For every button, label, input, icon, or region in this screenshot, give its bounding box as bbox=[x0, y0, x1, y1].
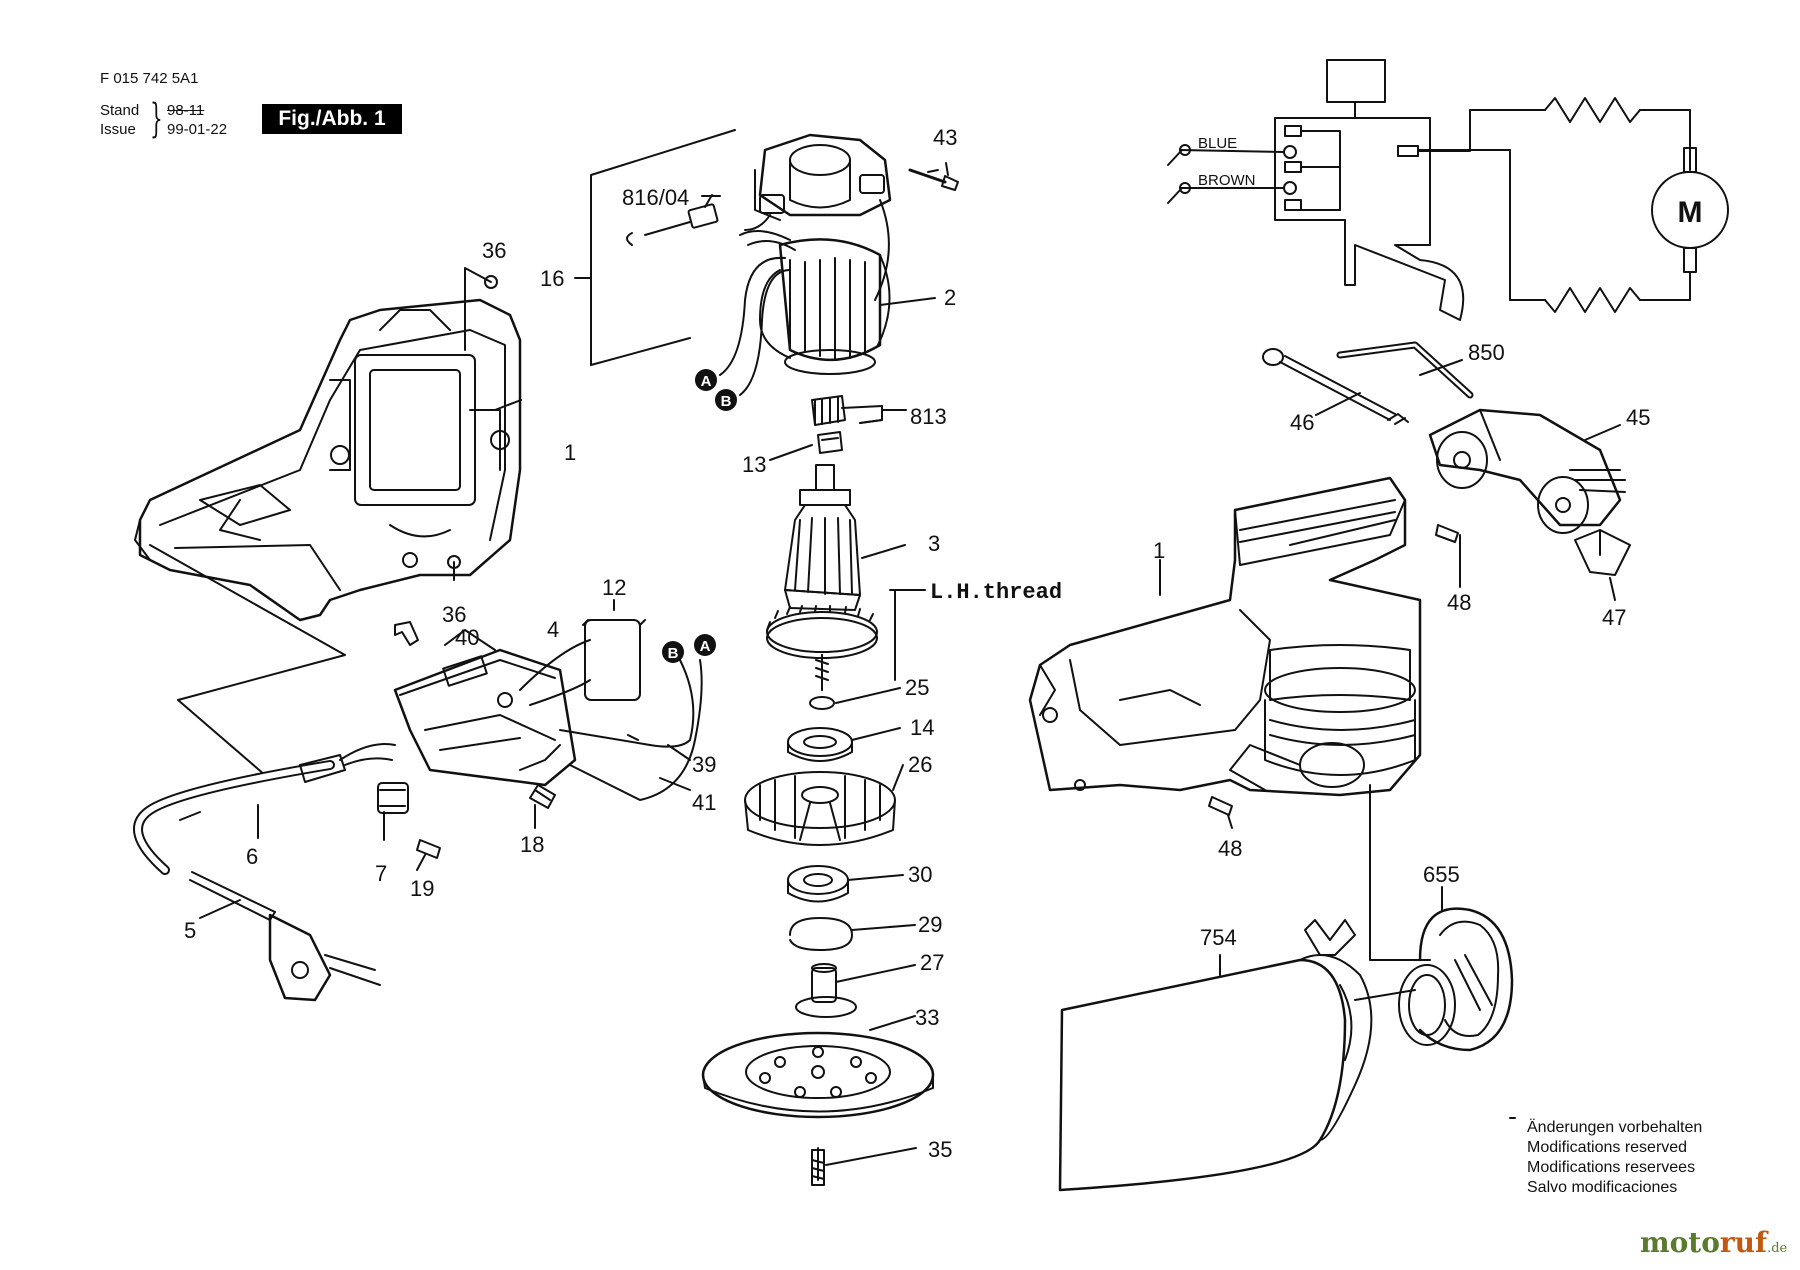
callout-43: 43 bbox=[933, 125, 957, 150]
note-line: Modifications reservees bbox=[1527, 1159, 1696, 1176]
watermark-logo: motoruf.de bbox=[1640, 1226, 1788, 1259]
terminal-b-marker: B bbox=[715, 389, 737, 411]
callout-3: 3 bbox=[928, 531, 940, 556]
callout-40: 40 bbox=[455, 625, 479, 650]
brace-icon: } bbox=[150, 96, 163, 142]
callout-30: 30 bbox=[908, 862, 932, 887]
callout-36: 36 bbox=[442, 602, 466, 627]
callout-27: 27 bbox=[920, 950, 944, 975]
callout-6: 6 bbox=[246, 844, 258, 869]
callout-12: 12 bbox=[602, 575, 626, 600]
callout-1: 1 bbox=[564, 440, 576, 465]
lh-thread-label: L.H.thread bbox=[930, 580, 1062, 605]
callout-655: 655 bbox=[1423, 862, 1460, 887]
gear-housing-part bbox=[744, 133, 892, 301]
callout-850: 850 bbox=[1468, 340, 1505, 365]
screw-part bbox=[1208, 796, 1233, 816]
callout-33: 33 bbox=[915, 1005, 939, 1030]
figure-label: Fig./Abb. 1 bbox=[262, 104, 402, 134]
sander-body-part bbox=[1028, 476, 1422, 797]
callout-19: 19 bbox=[410, 876, 434, 901]
cable-clamp-part bbox=[377, 782, 409, 814]
callout-46: 46 bbox=[1290, 410, 1314, 435]
fan-part bbox=[744, 771, 896, 846]
screw-part bbox=[529, 784, 556, 809]
callout-35: 35 bbox=[928, 1137, 952, 1162]
threaded-rod-part bbox=[1262, 348, 1409, 425]
switch-part bbox=[393, 648, 577, 787]
capacitor-part bbox=[584, 619, 641, 701]
wire-brown-label: BROWN bbox=[1198, 172, 1256, 189]
callout-1: 1 bbox=[1153, 538, 1165, 563]
note-line: Salvo modificaciones bbox=[1527, 1179, 1678, 1196]
callout-2: 2 bbox=[944, 285, 956, 310]
cable-clip-part bbox=[394, 621, 419, 646]
callout-14: 14 bbox=[910, 715, 934, 740]
issue-label: Issue bbox=[100, 121, 136, 138]
svg-text:B: B bbox=[668, 645, 679, 662]
screw-part bbox=[1435, 524, 1459, 543]
callout-816-04: 816/04 bbox=[622, 185, 689, 210]
svg-text:A: A bbox=[701, 373, 712, 390]
eccentric-part bbox=[795, 963, 857, 1018]
callout-7: 7 bbox=[375, 861, 387, 886]
callout-45: 45 bbox=[1626, 405, 1650, 430]
callout-4: 4 bbox=[547, 617, 559, 642]
carbon-brush-part bbox=[687, 203, 719, 229]
handle-part bbox=[1428, 408, 1626, 534]
bearing-part bbox=[787, 865, 849, 903]
plug-part bbox=[268, 913, 381, 1002]
dust-adapter-part bbox=[1398, 907, 1514, 1052]
callout-36: 36 bbox=[482, 238, 506, 263]
callout-48: 48 bbox=[1218, 836, 1242, 861]
note-line: Änderungen vorbehalten bbox=[1527, 1119, 1703, 1136]
wiring-diagram bbox=[1167, 59, 1729, 321]
motor-symbol: M bbox=[1678, 196, 1703, 229]
brush-holder-part bbox=[626, 232, 633, 246]
callout-25: 25 bbox=[905, 675, 929, 700]
terminal-a-marker: A bbox=[694, 634, 716, 656]
stand-label: Stand bbox=[100, 102, 140, 119]
callout-41: 41 bbox=[692, 790, 716, 815]
screw-part bbox=[811, 1147, 825, 1186]
nut-part bbox=[484, 275, 498, 289]
screw-part bbox=[416, 839, 441, 859]
callout-48: 48 bbox=[1447, 590, 1471, 615]
callout-813: 813 bbox=[910, 404, 947, 429]
svg-text:A: A bbox=[700, 638, 711, 655]
knob-part bbox=[1574, 529, 1631, 576]
terminal-b-marker: B bbox=[662, 641, 684, 663]
pinion-part bbox=[811, 395, 846, 454]
callout-754: 754 bbox=[1200, 925, 1237, 950]
circlip-part bbox=[789, 917, 853, 951]
sanding-pad-part bbox=[701, 1031, 935, 1119]
bearing-part bbox=[787, 727, 853, 762]
svg-text:B: B bbox=[721, 393, 732, 410]
callout-13: 13 bbox=[742, 452, 766, 477]
field-coil-part bbox=[739, 230, 891, 375]
callout-26: 26 bbox=[908, 752, 932, 777]
dust-bag-part bbox=[1058, 919, 1416, 1192]
callout-29: 29 bbox=[918, 912, 942, 937]
screw-part bbox=[908, 168, 947, 184]
modifications-notes: Änderungen vorbehalten Modifications res… bbox=[1527, 1118, 1702, 1198]
callout-16: 16 bbox=[540, 266, 564, 291]
callout-47: 47 bbox=[1602, 605, 1626, 630]
callout-18: 18 bbox=[520, 832, 544, 857]
wire-blue-label: BLUE bbox=[1198, 135, 1237, 152]
housing-half-part bbox=[134, 298, 522, 622]
issue-date: 99-01-22 bbox=[167, 121, 228, 138]
document-number: F 015 742 5A1 bbox=[100, 70, 199, 87]
callout-5: 5 bbox=[184, 918, 196, 943]
washer-part bbox=[809, 696, 835, 710]
stand-date: 98-11 bbox=[167, 102, 205, 119]
terminal-a-marker: A bbox=[695, 369, 717, 391]
callout-39: 39 bbox=[692, 752, 716, 777]
note-line: Modifications reserved bbox=[1527, 1139, 1688, 1156]
